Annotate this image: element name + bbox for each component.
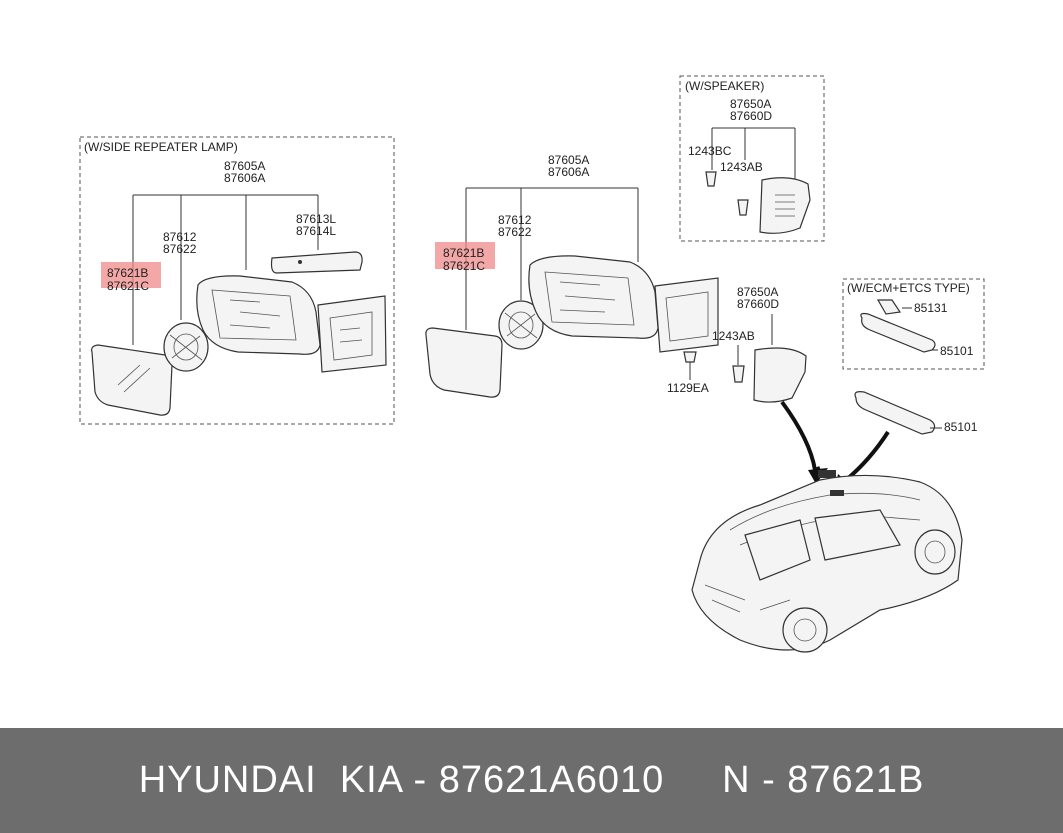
side-repeater-title: (W/SIDE REPEATER LAMP) [84,140,238,154]
leader-lines-left [132,194,319,320]
highlight-87621b-left [101,262,161,288]
car-illustration [691,470,963,653]
glass-reflection-left [117,364,151,393]
label-87622-left: 87622 [163,242,197,256]
screw-1243ab-speaker [737,199,749,216]
label-87605a-mid: 87605A [548,153,589,167]
car-body [691,474,963,651]
label-87612-left: 87612 [163,230,197,244]
car-mount-point-cover [818,470,836,478]
screw-1129ea [683,351,697,363]
standard-mirror-group: 87605A 87606A 87612 87622 87621B 87621C … [425,153,719,398]
label-87622-mid: 87622 [498,225,532,239]
sensor-85131 [876,299,902,315]
parts-diagram: (W/SIDE REPEATER LAMP) 87605A 87606A 876… [79,75,985,653]
ecm-box [842,278,985,370]
label-87612-mid: 87612 [498,213,532,227]
label-87660d-cover: 87660D [737,297,779,311]
screw-1243bc [705,171,717,187]
highlight-87621b-mid [435,242,495,269]
label-87621b-left: 87621B [107,266,148,280]
mirror-glass-mid [425,327,503,398]
car-mount-point-mirror [830,490,844,496]
label-87605a-left: 87605A [224,159,265,173]
label-87613l: 87613L [296,212,336,226]
car-rear-wheel [782,607,828,653]
speaker-group: (W/SPEAKER) 87650A 87660D 1243BC 1243AB [679,75,825,242]
car-side-window [814,509,901,561]
side-repeater-box [79,136,395,425]
ecm-group: (W/ECM+ETCS TYPE) 85131 85101 [842,278,985,370]
rear-mirror-ecm [860,312,936,353]
speaker-box [679,75,825,242]
car-rear-window [744,519,811,581]
label-85101-rear: 85101 [944,420,978,434]
inner-cover-group: 87650A 87660D 1243AB [712,285,807,403]
label-87621b-mid: 87621B [443,246,484,260]
label-1243ab-cover: 1243AB [712,329,755,343]
arrow-to-rear-mirror [844,430,890,482]
ecm-title: (W/ECM+ETCS TYPE) [847,281,970,295]
label-85131: 85131 [914,301,948,315]
car-front-wheel [914,529,956,575]
screw-1243ab-cover [732,365,745,383]
mirror-glass-left [91,344,173,416]
speaker-cover [759,177,811,234]
side-repeater-group: (W/SIDE REPEATER LAMP) 87605A 87606A 876… [79,136,395,425]
part-number-banner: HYUNDAI KIA - 87621A6010 N - 87621B [0,728,1063,833]
speaker-title: (W/SPEAKER) [685,79,764,93]
label-1129ea: 1129EA [667,381,709,395]
rear-view-mirror [854,391,936,435]
label-87621c-mid: 87621C [443,259,485,273]
inner-cover [753,347,807,403]
label-1243bc: 1243BC [688,144,732,158]
label-87621c-left: 87621C [107,279,149,293]
label-87650a-cover: 87650A [737,285,778,299]
side-repeater-lamp [270,251,363,274]
label-87606a-mid: 87606A [548,165,589,179]
mirror-base-left [317,295,387,373]
label-87650a-speaker: 87650A [730,97,771,111]
label-87606a-left: 87606A [224,171,265,185]
label-87614l: 87614L [296,224,336,238]
label-87660d-speaker: 87660D [730,109,772,123]
mirror-housing-left [196,275,321,355]
part-number-text: HYUNDAI KIA - 87621A6010 N - 87621B [138,759,925,801]
label-1243ab-speaker: 1243AB [720,160,763,174]
mirror-housing-mid [528,255,659,339]
arrow-to-cover [780,400,821,473]
label-85101-ecm: 85101 [940,344,974,358]
rear-mirror-group: 85101 [854,391,978,435]
mirror-base-mid [654,277,719,353]
